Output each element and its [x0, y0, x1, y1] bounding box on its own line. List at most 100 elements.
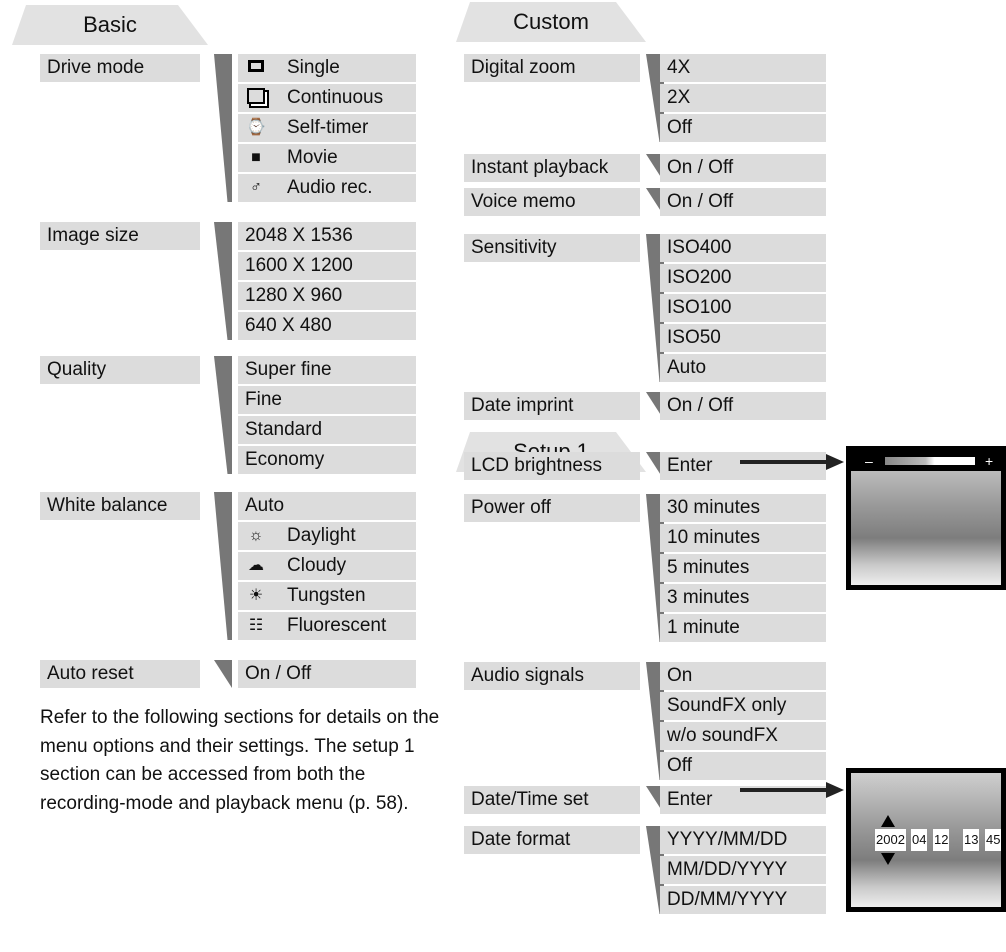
custom-label-0: Digital zoom: [464, 54, 640, 82]
custom-option-text: Off: [667, 117, 692, 138]
basic-label-2: Quality: [40, 356, 200, 384]
basic-option-1-2: 1280 X 960: [238, 282, 416, 310]
custom-option-text: 4X: [667, 57, 691, 78]
basic-option-4-0: On / Off: [238, 660, 416, 688]
lcd-brightness-preview: – +: [846, 446, 1006, 590]
setup-label-4: Date format: [464, 826, 640, 854]
movie-icon: ■: [251, 149, 261, 166]
setup-option-4-1: MM/DD/YYYY: [660, 856, 826, 884]
basic-option-0-2: ⌚ Self-timer: [238, 114, 416, 142]
setup-option-4-2: DD/MM/YYYY: [660, 886, 826, 914]
basic-option-3-1: ☼Daylight: [238, 522, 416, 550]
custom-option-1-0: On / Off: [660, 154, 826, 182]
custom-option-2-0: On / Off: [660, 188, 826, 216]
basic-option-2-1: Fine: [238, 386, 416, 414]
setup-option-text: w/o soundFX: [667, 725, 778, 746]
custom-option-3-3: ISO50: [660, 324, 826, 352]
hour-value: 13: [963, 829, 980, 851]
basic-option-text: Audio rec.: [287, 177, 373, 198]
setup-option-text: Off: [667, 755, 692, 776]
continuous-icon: [245, 88, 267, 108]
basic-option-text: Economy: [245, 449, 325, 470]
setup-option-text: 3 minutes: [667, 587, 750, 608]
custom-option-text: ISO400: [667, 237, 732, 258]
tab-basic: Basic: [12, 5, 208, 45]
basic-option-3-4: ☷Fluorescent: [238, 612, 416, 640]
basic-option-text: Daylight: [287, 525, 356, 546]
basic-option-3-0: Auto: [238, 492, 416, 520]
setup-option-1-2: 5 minutes: [660, 554, 826, 582]
custom-option-0-1: 2X: [660, 84, 826, 112]
tab-custom: Custom: [456, 2, 646, 42]
arrow-date-head: [826, 782, 844, 798]
setup-option-2-1: SoundFX only: [660, 692, 826, 720]
setup-option-1-3: 3 minutes: [660, 584, 826, 612]
basic-option-text: 1600 X 1200: [245, 255, 353, 276]
custom-option-text: Auto: [667, 357, 707, 378]
setup-option-2-3: Off: [660, 752, 826, 780]
basic-label-1: Image size: [40, 222, 200, 250]
basic-option-text: Self-timer: [287, 117, 369, 138]
custom-option-text: ISO200: [667, 267, 732, 288]
basic-label-3: White balance: [40, 492, 200, 520]
basic-wedge-3: [214, 492, 232, 640]
custom-option-3-0: ISO400: [660, 234, 826, 262]
custom-option-text: 2X: [667, 87, 691, 108]
basic-option-1-1: 1600 X 1200: [238, 252, 416, 280]
arrow-lcd-head: [826, 454, 844, 470]
date-time-readout: 2002 04 12 13 45: [851, 815, 1001, 865]
down-arrow-icon: [881, 853, 895, 865]
basic-option-text: 640 X 480: [245, 315, 332, 336]
basic-option-text: 2048 X 1536: [245, 225, 353, 246]
basic-option-3-2: ☁Cloudy: [238, 552, 416, 580]
setup-option-2-0: On: [660, 662, 826, 690]
basic-wedge-1: [214, 222, 232, 340]
setup-option-1-0: 30 minutes: [660, 494, 826, 522]
basic-wedge-4: [214, 660, 232, 688]
setup-option-text: On: [667, 665, 693, 686]
basic-wedge-2: [214, 356, 232, 474]
custom-option-text: On / Off: [667, 395, 734, 416]
day-value: 12: [933, 829, 950, 851]
custom-option-text: On / Off: [667, 157, 734, 178]
custom-option-4-0: On / Off: [660, 392, 826, 420]
year-value: 2002: [875, 829, 906, 851]
basic-option-text: Super fine: [245, 359, 332, 380]
setup-option-text: 30 minutes: [667, 497, 760, 518]
basic-option-text: Fine: [245, 389, 282, 410]
arrow-date-line: [740, 788, 830, 792]
up-arrow-icon: [881, 815, 895, 827]
basic-option-text: Continuous: [287, 87, 384, 108]
setup-label-1: Power off: [464, 494, 640, 522]
microphone-icon: ♂: [250, 179, 262, 196]
custom-option-text: ISO100: [667, 297, 732, 318]
fluorescent-icon: ☷: [248, 617, 264, 634]
basic-label-0: Drive mode: [40, 54, 200, 82]
self-timer-icon: ⌚: [246, 119, 266, 136]
setup-label-0: LCD brightness: [464, 452, 640, 480]
setup-option-text: 1 minute: [667, 617, 740, 638]
setup-label-3: Date/Time set: [464, 786, 640, 814]
basic-option-3-3: ☀Tungsten: [238, 582, 416, 610]
setup-option-text: Enter: [667, 789, 713, 810]
custom-option-3-2: ISO100: [660, 294, 826, 322]
setup-option-1-1: 10 minutes: [660, 524, 826, 552]
setup-option-text: SoundFX only: [667, 695, 787, 716]
custom-option-text: ISO50: [667, 327, 721, 348]
basic-option-1-3: 640 X 480: [238, 312, 416, 340]
basic-option-text: Cloudy: [287, 555, 347, 576]
custom-option-text: On / Off: [667, 191, 734, 212]
basic-option-2-2: Standard: [238, 416, 416, 444]
month-value: 04: [911, 829, 928, 851]
plus-icon: +: [985, 453, 994, 469]
custom-label-4: Date imprint: [464, 392, 640, 420]
basic-option-0-4: ♂ Audio rec.: [238, 174, 416, 202]
basic-option-text: On / Off: [245, 663, 312, 684]
basic-option-text: 1280 X 960: [245, 285, 343, 306]
custom-label-3: Sensitivity: [464, 234, 640, 262]
custom-option-0-2: Off: [660, 114, 826, 142]
arrow-lcd-line: [740, 460, 830, 464]
basic-option-text: Single: [287, 57, 340, 78]
custom-label-1: Instant playback: [464, 154, 640, 182]
custom-option-3-1: ISO200: [660, 264, 826, 292]
